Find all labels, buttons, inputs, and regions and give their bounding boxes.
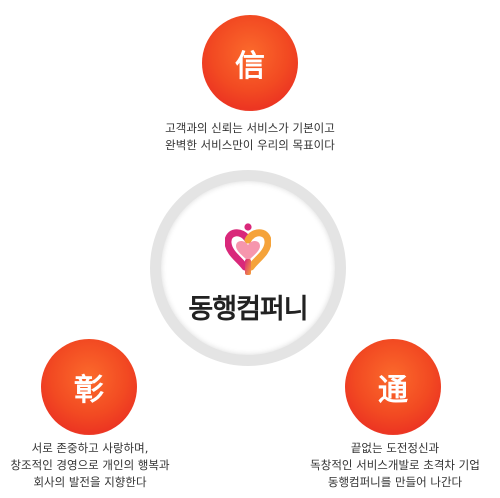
heart-person-logo-icon	[225, 223, 271, 275]
caption-line: 독창적인 서비스개발로 초격차 기업	[310, 458, 480, 472]
value-char-through: 通	[378, 373, 408, 408]
value-circle-through: 通	[345, 339, 441, 435]
value-caption-trust: 고객과의 신뢰는 서비스가 기본이고 완벽한 서비스만이 우리의 목표이다	[100, 120, 400, 154]
brand-name: 동행컴퍼니	[188, 294, 308, 325]
caption-line: 서로 존중하고 사랑하며,	[31, 441, 149, 455]
caption-line: 동행컴퍼니를 만들어 나간다	[327, 475, 463, 489]
value-caption-through: 끝없는 도전정신과 독창적인 서비스개발로 초격차 기업 동행컴퍼니를 만들어 …	[290, 440, 500, 491]
value-circle-trust: 信	[202, 15, 298, 111]
value-char-trust: 信	[235, 49, 265, 84]
caption-line: 창조적인 경영으로 개인의 행복과	[10, 458, 170, 472]
caption-line: 완벽한 서비스만이 우리의 목표이다	[165, 138, 335, 152]
caption-line: 회사의 발전을 지향한다	[33, 475, 147, 489]
caption-line: 고객과의 신뢰는 서비스가 기본이고	[165, 121, 335, 135]
value-circle-shine: 彰	[41, 339, 137, 435]
caption-line: 끝없는 도전정신과	[350, 441, 440, 455]
value-caption-shine: 서로 존중하고 사랑하며, 창조적인 경영으로 개인의 행복과 회사의 발전을 …	[0, 440, 190, 491]
value-char-shine: 彰	[74, 373, 104, 408]
brand-logo-ring: 동행컴퍼니	[150, 170, 346, 366]
brand-logo-container: 동행컴퍼니	[161, 181, 335, 355]
